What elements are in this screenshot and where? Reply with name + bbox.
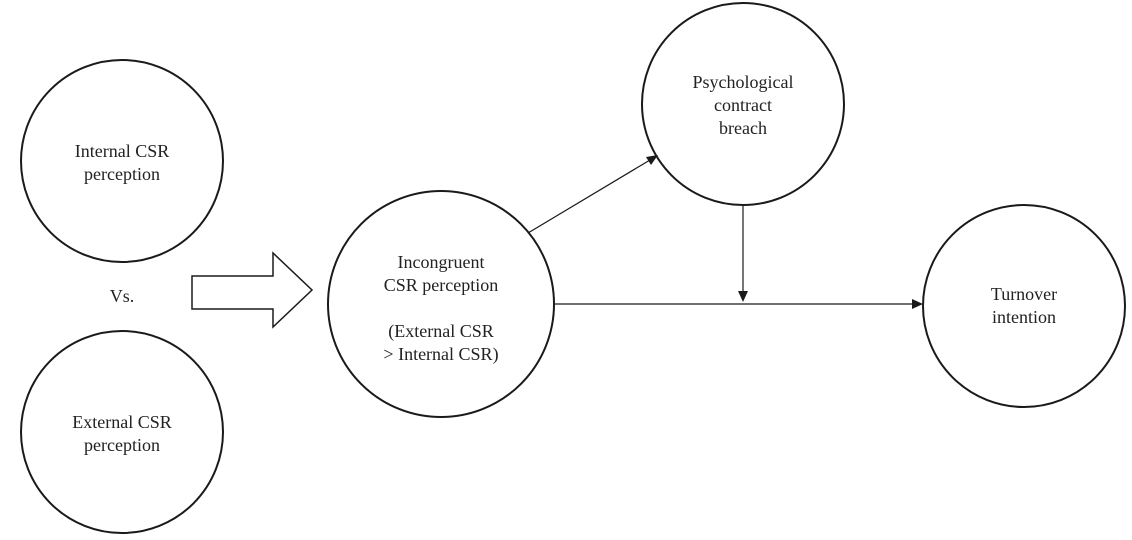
node-incongruent-csr-perception: Incongruent CSR perception (External CSR… <box>327 190 555 418</box>
edge-incongruent-to-breach <box>527 155 658 234</box>
node-psychological-contract-breach: Psychological contract breach <box>641 2 845 206</box>
node-incongruent-label-line-5: > Internal CSR) <box>383 344 498 365</box>
node-breach-label-line-3: breach <box>719 118 767 138</box>
node-internal-label-line-2: perception <box>84 164 160 184</box>
arrowhead-icon <box>646 155 658 165</box>
node-external-circle <box>20 330 224 534</box>
node-breach-label-line-2: contract <box>714 95 772 115</box>
node-incongruent-label-line-1: Incongruent <box>398 252 485 272</box>
versus-label: Vs. <box>110 286 135 306</box>
node-internal-csr-perception: Internal CSR perception <box>20 59 224 263</box>
node-incongruent-label-line-4: (External CSR <box>388 321 494 342</box>
node-external-csr-perception: External CSR perception <box>20 330 224 534</box>
edge-breach-moderation <box>738 205 748 302</box>
arrowhead-icon <box>738 291 748 302</box>
block-arrow-icon <box>191 251 314 329</box>
node-turnover-label-line-1: Turnover <box>991 284 1057 304</box>
node-incongruent-circle <box>327 190 555 418</box>
node-external-label-line-1: External CSR <box>72 412 172 432</box>
edge-incongruent-to-turnover <box>555 299 923 309</box>
node-internal-label-line-1: Internal CSR <box>75 141 170 161</box>
node-external-label-line-2: perception <box>84 435 160 455</box>
edge-incongruent-to-breach-line <box>527 159 651 234</box>
node-breach-label-line-1: Psychological <box>693 72 794 92</box>
node-turnover-circle <box>922 204 1126 408</box>
node-incongruent-label-line-2: CSR perception <box>384 275 499 295</box>
node-turnover-label-line-2: intention <box>992 307 1056 327</box>
node-turnover-intention: Turnover intention <box>922 204 1126 408</box>
node-internal-circle <box>20 59 224 263</box>
arrowhead-icon <box>912 299 923 309</box>
